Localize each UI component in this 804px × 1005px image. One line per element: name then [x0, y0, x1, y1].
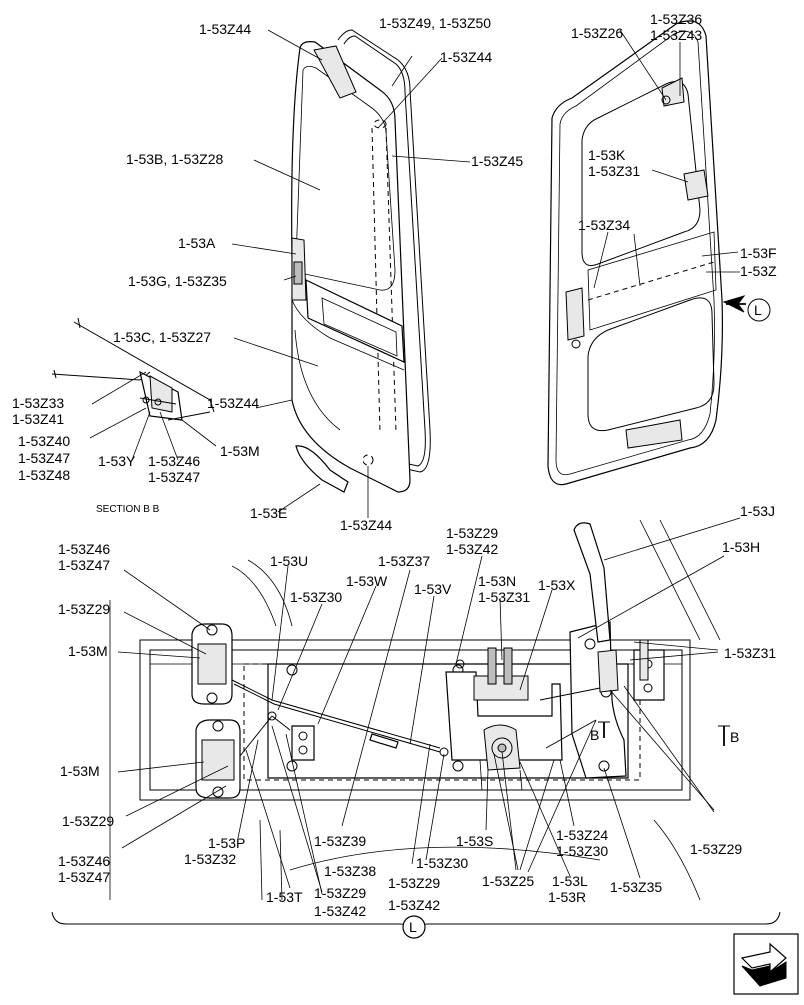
label: 1-53Z29: [58, 601, 110, 617]
label: 1-53Z44: [207, 395, 259, 411]
view-l-circle-bottom: [402, 915, 426, 939]
label: 1-53Z48: [18, 467, 70, 483]
label: 1-53Z43: [650, 27, 702, 43]
label: 1-53G, 1-53Z35: [128, 273, 227, 289]
label: 1-53Z25: [482, 873, 534, 889]
label: 1-53Z42: [388, 897, 440, 913]
label: 1-53P: [208, 835, 245, 851]
label: 1-53Z24: [556, 827, 608, 843]
section-caption: SECTION B B: [96, 504, 160, 515]
label: 1-53S: [456, 833, 493, 849]
label: 1-53M: [220, 443, 260, 459]
label: 1-53H: [722, 539, 760, 555]
view-l-drawing: [51, 519, 781, 937]
label: 1-53Z47: [148, 469, 200, 485]
label: 1-53Z26: [571, 25, 623, 41]
door-assembly-drawing: [291, 29, 431, 493]
label: 1-53Z30: [416, 855, 468, 871]
label: 1-53U: [270, 553, 308, 569]
label: 1-53F: [740, 245, 777, 261]
label: 1-53K: [588, 147, 626, 163]
label: 1-53B, 1-53Z28: [126, 151, 223, 167]
label: 1-53Z36: [650, 11, 702, 27]
label: 1-53Z44: [440, 49, 492, 65]
label: 1-53Z29: [314, 885, 366, 901]
label: 1-53Z35: [610, 879, 662, 895]
section-b-label: B: [590, 727, 599, 743]
label: 1-53Z29: [690, 841, 742, 857]
label: 1-53Z42: [314, 903, 366, 919]
label: 1-53Z40: [18, 433, 70, 449]
label: 1-53N: [478, 573, 516, 589]
label: 1-53L: [552, 873, 588, 889]
label: 1-53Z30: [556, 843, 608, 859]
label: 1-53Z37: [378, 553, 430, 569]
label: 1-53V: [414, 581, 452, 597]
section-b-label: B: [730, 729, 739, 745]
label: 1-53Z45: [471, 153, 523, 169]
label: 1-53C, 1-53Z27: [113, 329, 211, 345]
door-inner-drawing: [547, 20, 723, 486]
label: 1-53T: [266, 889, 303, 905]
label: 1-53Z: [740, 263, 777, 279]
label: 1-53Z46: [148, 453, 200, 469]
label: 1-53Z29: [446, 525, 498, 541]
label: 1-53J: [740, 503, 775, 519]
label: 1-53A: [178, 235, 216, 251]
label: 1-53Z38: [324, 863, 376, 879]
label: 1-53E: [250, 505, 287, 521]
view-l-circle-top: [747, 298, 771, 322]
label: 1-53Z30: [290, 589, 342, 605]
label: 1-53Z46: [58, 853, 110, 869]
label: 1-53Z44: [340, 517, 392, 533]
label: 1-53Z46: [58, 541, 110, 557]
label: 1-53Z47: [18, 450, 70, 466]
label: 1-53Z41: [12, 411, 64, 427]
label: 1-53Z31: [588, 163, 640, 179]
label: 1-53Z47: [58, 869, 110, 885]
part-labels: 1-53Z44 1-53Z49, 1-53Z50 1-53Z44 1-53B, …: [12, 11, 777, 935]
label: 1-53Z29: [62, 813, 114, 829]
view-l-label: L: [409, 919, 417, 935]
label: 1-53Z29: [388, 875, 440, 891]
section-bb-drawing: [51, 317, 215, 421]
label: 1-53Z31: [478, 589, 530, 605]
label: 1-53W: [346, 573, 388, 589]
label: 1-53X: [538, 577, 576, 593]
label: 1-53Z33: [12, 395, 64, 411]
label: 1-53M: [68, 643, 108, 659]
label: 1-53Z31: [724, 645, 776, 661]
view-l-label: L: [754, 302, 762, 318]
label: 1-53Z42: [446, 541, 498, 557]
label: 1-53Y: [98, 453, 136, 469]
label: 1-53Z32: [184, 851, 236, 867]
label: 1-53Z34: [578, 217, 630, 233]
label: 1-53M: [60, 763, 100, 779]
page-turn-arrow-icon[interactable]: [733, 933, 799, 995]
label: 1-53Z44: [199, 21, 251, 37]
label: 1-53Z39: [314, 833, 366, 849]
label: 1-53Z47: [58, 557, 110, 573]
leader-lines: [89, 29, 741, 895]
label: 1-53R: [548, 889, 586, 905]
label: 1-53Z49, 1-53Z50: [379, 15, 491, 31]
